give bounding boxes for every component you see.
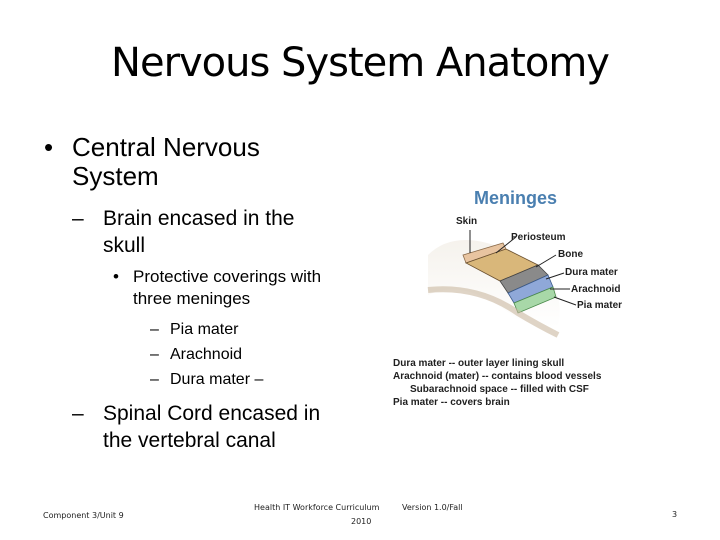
page-number: 3: [672, 510, 678, 519]
subbullet-brain: Brain encased in the skull: [103, 207, 295, 257]
list-item-arachnoid: Arachnoid: [170, 346, 243, 363]
caption-subarachnoid: Subarachnoid space -- filled with CSF: [410, 384, 589, 395]
label-pia-mater: Pia mater: [577, 300, 623, 311]
bullet-marker: •: [113, 267, 119, 286]
dash-marker: –: [150, 371, 159, 388]
footer-component: Component 3/Unit 9: [43, 511, 124, 520]
footer-curriculum: Health IT Workforce Curriculum: [254, 503, 380, 512]
caption-arachnoid: Arachnoid (mater) -- contains blood vess…: [393, 371, 602, 382]
bullet-central-nervous-system: Central Nervous System: [72, 132, 260, 191]
label-bone: Bone: [558, 249, 583, 260]
subbullet-spinal-cord: Spinal Cord encased in the vertebral can…: [103, 402, 321, 452]
figure-title: Meninges: [474, 188, 558, 208]
caption-dura: Dura mater -- outer layer lining skull: [393, 358, 565, 369]
slide-title: Nervous System Anatomy: [111, 40, 610, 86]
label-arachnoid: Arachnoid: [571, 284, 621, 295]
footer-version: Version 1.0/Fall: [402, 503, 463, 512]
dash-marker: –: [72, 207, 84, 230]
label-periosteum: Periosteum: [511, 232, 566, 243]
dash-marker: –: [150, 346, 159, 363]
list-item-pia-mater: Pia mater: [170, 321, 239, 338]
label-skin: Skin: [456, 216, 478, 227]
dash-marker: –: [150, 321, 159, 338]
footer-year: 2010: [351, 517, 372, 526]
bullet-marker: •: [44, 132, 54, 162]
meninges-illustration: [427, 230, 577, 338]
caption-pia: Pia mater -- covers brain: [393, 397, 510, 408]
subsubbullet-meninges: Protective coverings with three meninges: [133, 267, 322, 308]
label-dura-mater: Dura mater: [565, 267, 618, 278]
dash-marker: –: [72, 402, 84, 425]
list-item-dura-mater: Dura mater –: [170, 371, 264, 388]
